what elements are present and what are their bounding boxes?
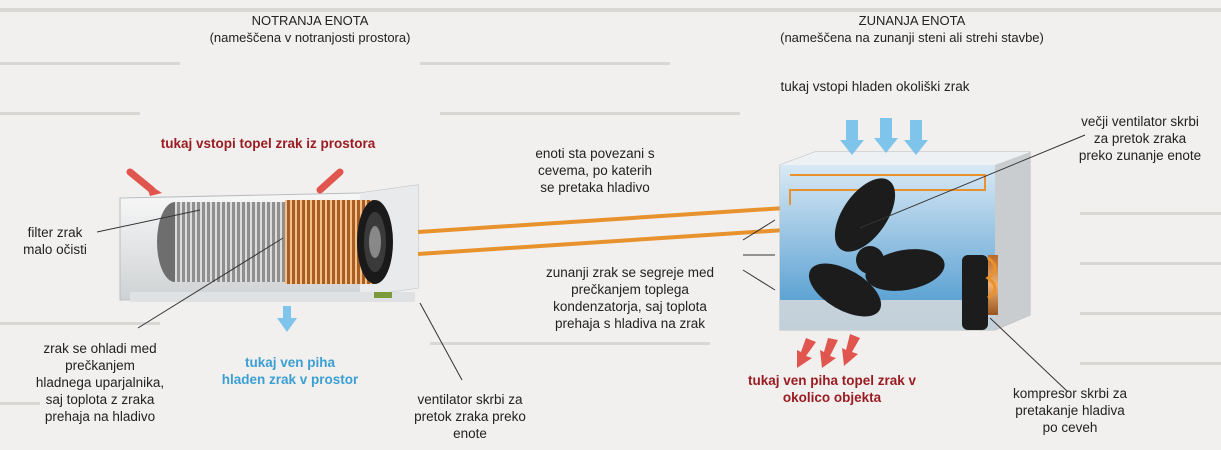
evaporator-line: hladnega uparjalnika, xyxy=(35,375,165,390)
outdoor-unit-title-block: ZUNANJA ENOTA (nameščena na zunanji sten… xyxy=(752,12,1072,46)
condenser-line: kondenzatorja, saj toplota xyxy=(553,299,707,314)
indoor-fan-label: ventilator skrbi za pretok zraka preko e… xyxy=(385,391,555,442)
filter-line: filter zrak xyxy=(27,225,83,240)
warm-air-in-text: tukaj vstopi topel zrak iz prostora xyxy=(160,136,376,151)
outdoor-unit-subtitle: (nameščena na zunanji steni ali strehi s… xyxy=(780,30,1044,45)
compressor-line: pretakanje hladiva xyxy=(1015,403,1125,418)
warm-air-in-arrows xyxy=(126,168,344,196)
condenser-line: zunanji zrak se segreje med xyxy=(545,265,715,280)
cold-air-out-line: hladen zrak v prostor xyxy=(221,372,359,387)
warm-air-in-label: tukaj vstopi topel zrak iz prostora xyxy=(128,135,408,152)
indoor-unit-drawing xyxy=(119,184,419,302)
outdoor-unit-drawing xyxy=(779,151,1031,331)
cold-air-out-label: tukaj ven piha hladen zrak v prostor xyxy=(200,354,380,388)
evaporator-line: zrak se ohladi med xyxy=(43,341,157,356)
condenser-line: prečkanjem toplega xyxy=(571,282,689,297)
evaporator-label: zrak se ohladi med prečkanjem hladnega u… xyxy=(15,340,185,425)
indoor-fan-line: enote xyxy=(453,426,487,441)
pipes-line: enoti sta povezani s xyxy=(535,146,655,161)
cold-air-out-line: tukaj ven piha xyxy=(244,355,336,370)
cold-air-in-label: tukaj vstopi hladen okoliški zrak xyxy=(745,78,1005,95)
indoor-unit-subtitle: (nameščena v notranjosti prostora) xyxy=(209,30,411,45)
indoor-fan-line: pretok zraka preko xyxy=(414,409,526,424)
filter-label: filter zrak malo očisti xyxy=(10,224,100,258)
evaporator-line: saj toplota z zraka xyxy=(45,392,155,407)
outdoor-fan-line: za pretok zraka xyxy=(1093,131,1187,146)
compressor-line: po ceveh xyxy=(1042,420,1098,435)
condenser-label: zunanji zrak se segreje med prečkanjem t… xyxy=(515,264,745,332)
compressor-label: kompresor skrbi za pretakanje hladiva po… xyxy=(980,385,1160,436)
evaporator-line: prečkanjem xyxy=(65,358,135,373)
outdoor-fan-line: preko zunanje enote xyxy=(1078,148,1202,163)
warm-air-out-arrows xyxy=(797,334,860,368)
pipes-line: se pretaka hladivo xyxy=(540,180,650,195)
filter-line: malo očisti xyxy=(23,242,87,257)
cold-air-in-arrows xyxy=(840,118,928,155)
compressor-line: kompresor skrbi za xyxy=(1012,386,1128,401)
indoor-unit-title-block: NOTRANJA ENOTA (nameščena v notranjosti … xyxy=(190,12,430,46)
outdoor-fan-line: večji ventilator skrbi xyxy=(1081,114,1199,129)
outdoor-fan-label: večji ventilator skrbi za pretok zraka p… xyxy=(1060,113,1220,164)
cold-air-out-arrow xyxy=(277,306,297,332)
warm-air-out-line: okolico objekta xyxy=(782,390,882,405)
warm-air-out-line: tukaj ven piha topel zrak v xyxy=(747,373,917,388)
warm-air-out-label: tukaj ven piha topel zrak v okolico obje… xyxy=(712,372,952,406)
cold-air-in-text: tukaj vstopi hladen okoliški zrak xyxy=(780,79,970,94)
refrigerant-pipes xyxy=(417,205,801,256)
outdoor-unit-title: ZUNANJA ENOTA xyxy=(858,13,966,28)
pipes-line: cevema, po katerih xyxy=(537,163,653,178)
evaporator-line: prehaja na hladivo xyxy=(44,409,156,424)
indoor-fan-line: ventilator skrbi za xyxy=(417,392,523,407)
pipes-label: enoti sta povezani s cevema, po katerih … xyxy=(490,145,700,196)
indoor-unit-title: NOTRANJA ENOTA xyxy=(251,13,369,28)
leader-lines xyxy=(96,134,1086,393)
condenser-line: prehaja s hladiva na zrak xyxy=(554,316,706,331)
